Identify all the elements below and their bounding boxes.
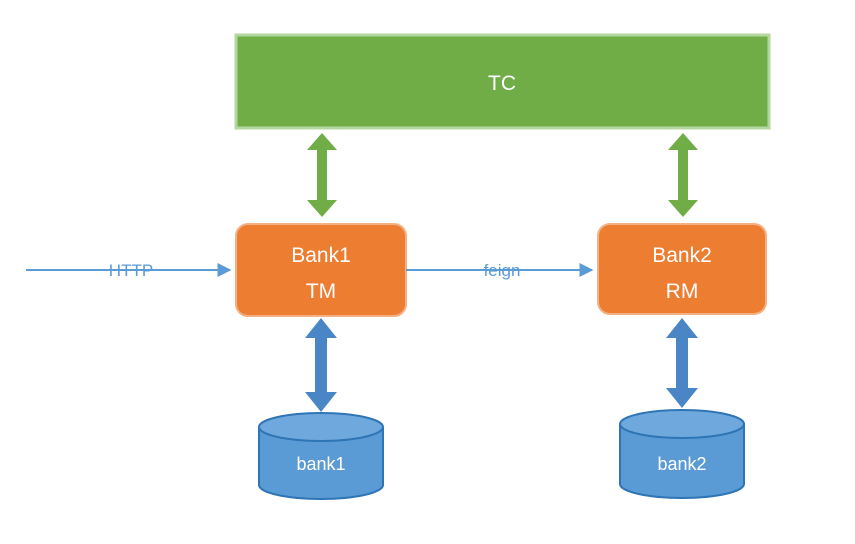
tc-box [234, 33, 771, 130]
bank1-service-role: TM [306, 280, 336, 303]
bank2-service-role: RM [666, 280, 699, 303]
feign-label: feign [484, 261, 521, 280]
tc-bank2-arrow [668, 133, 698, 217]
bank1-db-arrow [305, 318, 337, 412]
bank1-database: bank1 [258, 412, 384, 500]
http-edge: HTTP [26, 261, 232, 280]
bank2-db-arrow [666, 318, 698, 408]
feign-edge: feign [406, 261, 594, 280]
bank2-db-body [619, 424, 745, 499]
bank2-db-label: bank2 [657, 454, 706, 474]
bank2-db-top [619, 409, 745, 439]
bank1-service-node: Bank1 TM [235, 223, 407, 317]
bank1-db-body [258, 427, 384, 500]
bank1-db-label: bank1 [296, 454, 345, 474]
bank2-service-name: Bank2 [652, 244, 712, 267]
bank1-db-top [258, 412, 384, 442]
http-label: HTTP [109, 261, 153, 280]
bank2-database: bank2 [619, 409, 745, 499]
tc-node: TC [234, 33, 771, 130]
bank2-service-node: Bank2 RM [597, 223, 767, 315]
tc-bank1-arrow [307, 133, 337, 217]
bank2-service-box [597, 223, 767, 315]
bank1-service-name: Bank1 [291, 244, 351, 267]
tc-label: TC [488, 72, 516, 95]
